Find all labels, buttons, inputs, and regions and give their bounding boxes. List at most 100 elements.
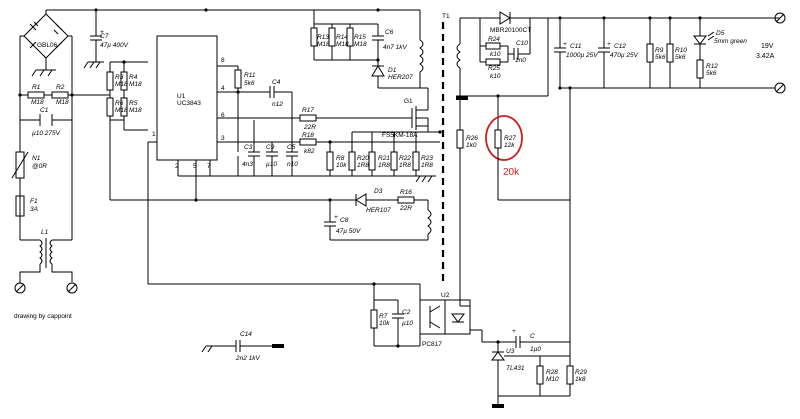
component-label: R7 (379, 313, 388, 320)
led-d5 (693, 35, 707, 45)
component-label: k82 (304, 148, 315, 155)
circuit-trace (429, 321, 441, 329)
component-label: + (563, 41, 567, 48)
component-label: M18 (31, 99, 44, 106)
component-label: M18 (115, 107, 128, 114)
resistor-r7 (370, 309, 378, 329)
junction-dot (496, 94, 500, 98)
component-label: C (530, 333, 535, 340)
transformer-label: T1 (442, 13, 450, 20)
component-label: 12k (504, 142, 515, 149)
diode-d1 (371, 65, 385, 77)
component-label: R17 (302, 107, 314, 114)
component-label: R1 (32, 84, 41, 91)
bridge-label: GBL06 (37, 42, 58, 49)
junction-dot (122, 60, 126, 64)
component-label: R2 (56, 84, 65, 91)
component-label: C10 (516, 40, 528, 47)
component-label: N1 (32, 155, 41, 162)
annotation-20k: 20k (503, 167, 520, 178)
junction-dot (396, 344, 400, 348)
component-label: HER207 (388, 74, 413, 81)
component-label: R10 (675, 47, 687, 54)
component-label: + (512, 328, 516, 335)
resistor-r21 (368, 151, 376, 171)
component-label: 4 (221, 85, 225, 92)
circuit-trace (15, 283, 25, 293)
component-label: U1 (177, 93, 186, 100)
junction-dot (204, 8, 208, 12)
junction-dot (568, 86, 572, 90)
component-label: + (334, 214, 338, 221)
component-label: C8 (340, 217, 349, 224)
component-label: FS5KM-18A (382, 132, 418, 139)
resistor-r17 (299, 114, 317, 122)
resistor-r29 (566, 365, 574, 385)
component-label: R23 (421, 155, 433, 162)
component-label: 2 (175, 163, 179, 170)
component-label: @0R (32, 163, 47, 170)
component-label: 1n0 (515, 57, 526, 64)
component-label: R8 (336, 155, 345, 162)
component-label: 1R8 (378, 162, 390, 169)
circuit-trace (429, 305, 441, 313)
component-label: HER107 (366, 207, 391, 214)
component-label: k10 (490, 73, 501, 80)
component-label: 10k (336, 162, 347, 169)
circuit-trace (707, 31, 715, 37)
component-label: R18 (302, 132, 314, 139)
component-label: n10 (287, 161, 298, 168)
component-label: 5k6 (706, 70, 717, 77)
resistor-r28 (536, 365, 544, 385)
capacitor-c7: + C7 47µ 400V (83, 10, 129, 69)
component-label: R25 (488, 65, 500, 72)
component-label: 7 (207, 163, 211, 170)
component-label: 6 (221, 112, 225, 119)
component-label: C6 (385, 29, 394, 36)
circuit-trace (51, 264, 73, 282)
junction-dot (376, 8, 380, 12)
secondary-winding (456, 43, 461, 69)
resistor-r16 (397, 196, 415, 204)
junction-dot (496, 340, 500, 344)
component-label: C2 (402, 309, 411, 316)
resistor-r24 (485, 42, 501, 50)
component-label: 1k8 (575, 376, 586, 383)
component-label: 1R8 (357, 162, 369, 169)
component-label: M18 (56, 99, 69, 106)
component-label: C14 (240, 331, 252, 338)
resistor-r3 (106, 71, 114, 91)
component-label: R27 (504, 135, 516, 142)
component-label: 1R8 (399, 162, 411, 169)
circuit-trace (775, 83, 785, 93)
junction-dot (558, 86, 562, 90)
component-label: R4 (129, 74, 138, 81)
component-label: M18 (129, 81, 142, 88)
circuit-trace (33, 21, 39, 27)
credit-text: drawing by cappoint (14, 313, 72, 320)
resistor-r23 (412, 151, 420, 171)
aux-winding (427, 209, 432, 235)
component-label: F1 (30, 198, 38, 205)
circuit-trace (55, 23, 63, 31)
component-label: TL431 (506, 365, 525, 372)
junction-dot (438, 130, 442, 134)
component-label: 47µ 400V (100, 42, 129, 49)
component-label: + (607, 41, 611, 48)
component-label: D5 (716, 30, 725, 37)
circuit-trace (67, 283, 77, 293)
component-label: 5k6 (244, 80, 255, 87)
component-label: R6 (115, 100, 124, 107)
circuit-trace (20, 239, 43, 265)
circuit-trace (29, 23, 37, 31)
component-label: C5 (287, 144, 296, 151)
circuit-trace (11, 151, 29, 179)
component-label: R28 (546, 369, 558, 376)
circuit-trace (83, 61, 89, 69)
circuit-trace (451, 313, 465, 323)
component-label: 1000µ 25V (566, 52, 598, 59)
component-label: C12 (614, 43, 626, 50)
component-label: 22R (399, 205, 412, 212)
resistor-r4 (120, 71, 128, 91)
